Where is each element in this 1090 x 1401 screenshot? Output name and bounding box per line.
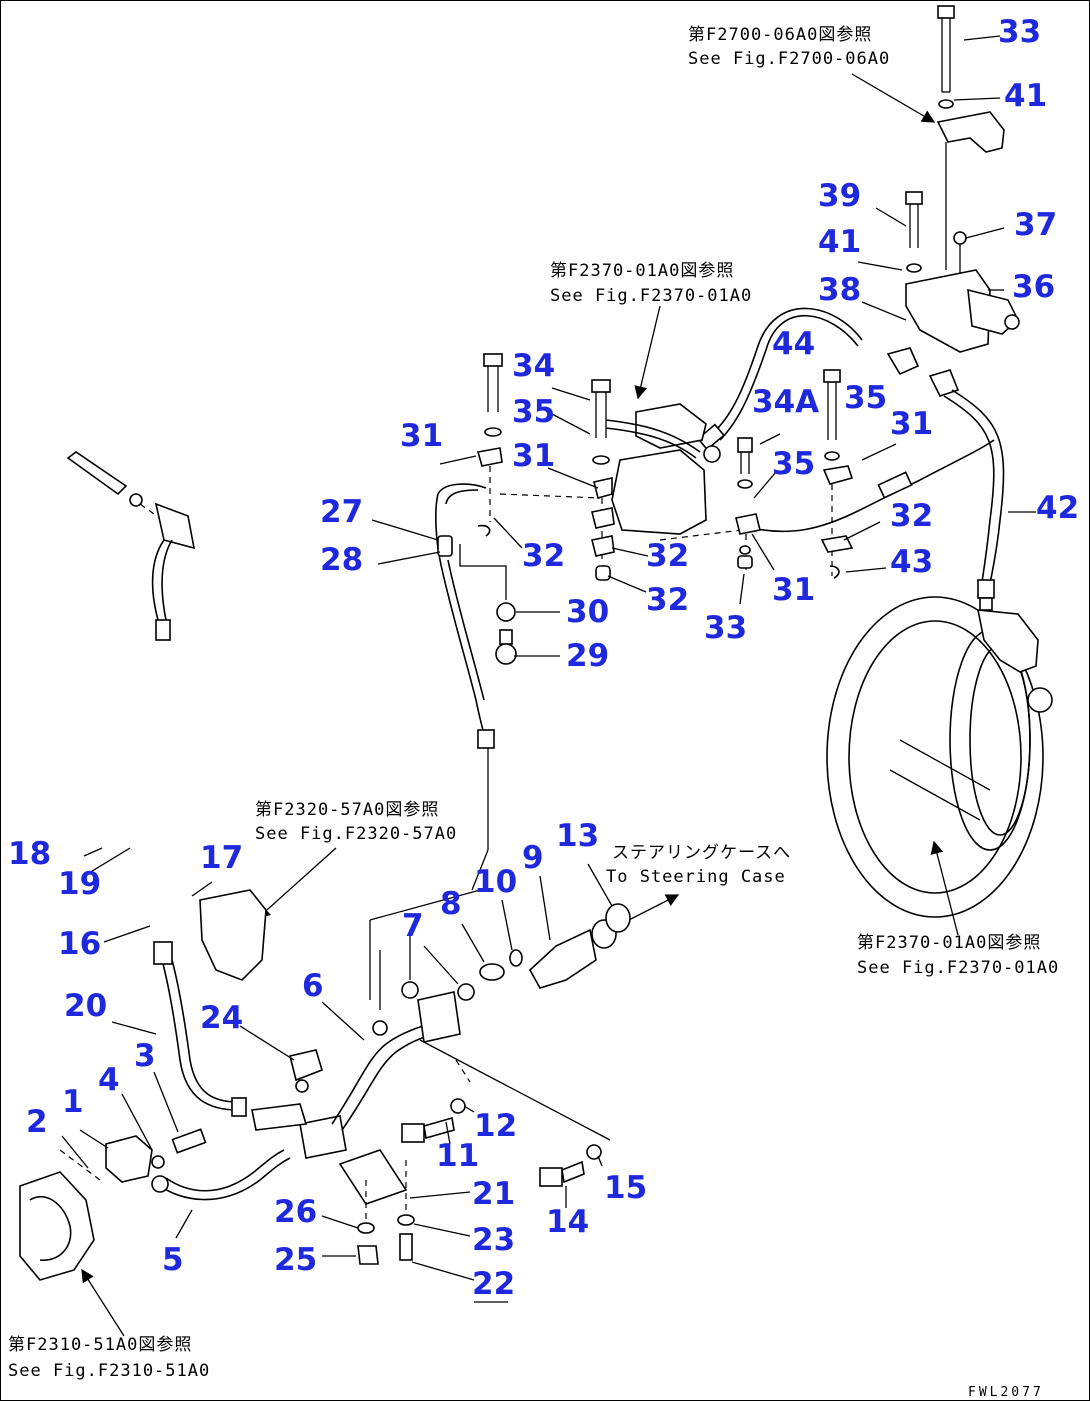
callout-9: 9 [522, 840, 544, 876]
callout-41-b: 41 [818, 224, 861, 260]
callout-32-right: 32 [890, 498, 933, 534]
callout-34: 34 [512, 348, 555, 384]
callout-41: 41 [1004, 78, 1047, 114]
callout-40: 33 [998, 14, 1041, 50]
callout-2: 2 [26, 1104, 48, 1140]
callout-35-right: 35 [844, 380, 887, 416]
callout-25: 25 [274, 1242, 317, 1278]
svg-text:第F2310-51A0図参照: 第F2310-51A0図参照 [8, 1335, 192, 1355]
lower-parts [19, 451, 631, 1281]
callout-43: 43 [890, 544, 933, 580]
ref-fig-2700: 第F2700-06A0図参照 See Fig.F2700-06A0 [688, 25, 890, 69]
callout-1: 1 [62, 1084, 84, 1120]
callout-14: 14 [546, 1204, 589, 1240]
callout-19: 19 [58, 866, 101, 902]
ref-steering-case: ステアリングケースへ To Steering Case [606, 843, 791, 887]
callout-12: 12 [474, 1108, 517, 1144]
callout-26: 26 [274, 1194, 317, 1230]
callout-24: 24 [200, 1000, 243, 1036]
callout-31-right: 31 [890, 406, 933, 442]
ref-fig-2320: 第F2320-57A0図参照 See Fig.F2320-57A0 [255, 800, 457, 844]
left-pipe-parts [435, 483, 517, 891]
callout-32-center: 32 [646, 538, 689, 574]
callout-15: 15 [604, 1170, 647, 1206]
callout-30: 30 [566, 594, 609, 630]
callout-31-left: 31 [400, 418, 443, 454]
callout-35-mid: 35 [772, 446, 815, 482]
callout-8: 8 [440, 886, 462, 922]
callout-42: 42 [1036, 490, 1079, 526]
drawing-code: FWL2077 [968, 1385, 1044, 1400]
ref-fig-2370-right: 第F2370-01A0図参照 See Fig.F2370-01A0 [857, 933, 1059, 978]
callout-16: 16 [58, 926, 101, 962]
callout-18: 18 [8, 836, 51, 872]
callout-10: 10 [474, 864, 517, 900]
callout-4: 4 [98, 1062, 120, 1098]
svg-text:第F2370-01A0図参照: 第F2370-01A0図参照 [550, 261, 734, 281]
svg-text:第F2320-57A0図参照: 第F2320-57A0図参照 [255, 800, 439, 820]
svg-text:第F2700-06A0図参照: 第F2700-06A0図参照 [688, 25, 872, 45]
callout-numbers: 33 41 39 37 41 38 36 44 34A 35 31 35 32 … [8, 14, 1079, 1302]
callout-33-left: 32 [646, 582, 689, 618]
callout-27: 27 [320, 494, 363, 530]
ref-fig-2310: 第F2310-51A0図参照 See Fig.F2310-51A0 [8, 1335, 210, 1381]
callout-31-mid: 31 [772, 572, 815, 608]
callout-3: 3 [134, 1038, 156, 1074]
leader-lines [61, 35, 1036, 1303]
svg-text:See Fig.F2700-06A0: See Fig.F2700-06A0 [688, 49, 890, 69]
callout-35-left: 35 [512, 394, 555, 430]
callout-39: 39 [818, 178, 861, 214]
svg-text:ステアリングケースへ: ステアリングケースへ [612, 843, 791, 863]
svg-text:See Fig.F2320-57A0: See Fig.F2320-57A0 [255, 824, 457, 844]
svg-text:See Fig.F2370-01A0: See Fig.F2370-01A0 [857, 958, 1059, 978]
svg-text:To Steering Case: To Steering Case [606, 867, 786, 887]
callout-31-center: 31 [512, 438, 555, 474]
callout-44: 44 [772, 326, 815, 362]
callout-7: 7 [402, 908, 424, 944]
callout-6: 6 [302, 968, 324, 1004]
callout-28: 28 [320, 542, 363, 578]
callout-17: 17 [200, 840, 243, 876]
callout-11: 11 [436, 1138, 479, 1174]
callout-34a: 34A [752, 384, 819, 420]
callout-21: 21 [472, 1176, 515, 1212]
ref-fig-2370-top: 第F2370-01A0図参照 See Fig.F2370-01A0 [550, 261, 752, 306]
callout-13: 13 [556, 818, 599, 854]
callout-32-left: 32 [522, 538, 565, 574]
callout-22: 22 [472, 1266, 515, 1302]
callout-5: 5 [162, 1242, 184, 1278]
callout-37: 37 [1014, 207, 1057, 243]
svg-text:See Fig.F2370-01A0: See Fig.F2370-01A0 [550, 286, 752, 306]
callout-38: 38 [818, 272, 861, 308]
callout-36: 36 [1012, 269, 1055, 305]
upper-center-parts [476, 353, 761, 581]
svg-text:See Fig.F2310-51A0: See Fig.F2310-51A0 [8, 1361, 210, 1381]
callout-29: 29 [566, 638, 609, 674]
svg-text:第F2370-01A0図参照: 第F2370-01A0図参照 [857, 933, 1041, 953]
upper-right-parts [696, 5, 1053, 918]
callout-23: 23 [472, 1222, 515, 1258]
callout-33-right: 33 [704, 610, 747, 646]
reference-arrows [81, 73, 959, 1337]
callout-20: 20 [64, 988, 107, 1024]
